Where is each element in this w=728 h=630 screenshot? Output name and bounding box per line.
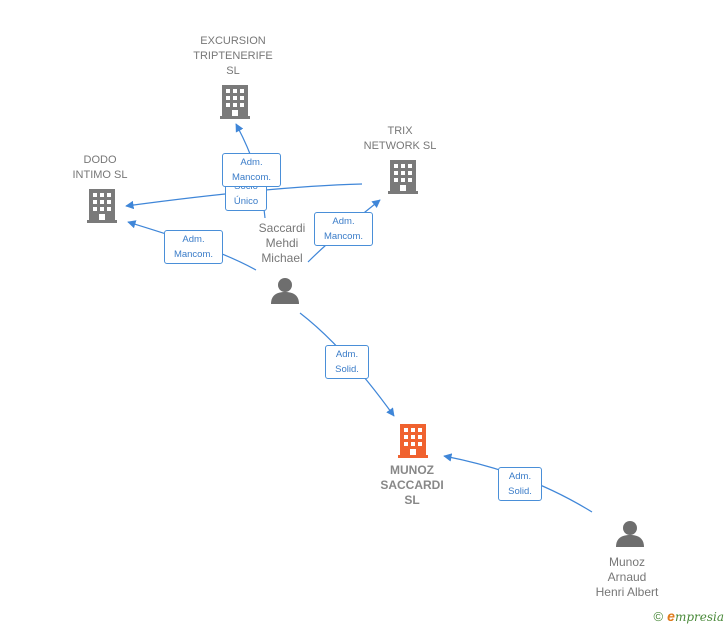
node-label-munoz-saccardi[interactable]: MUNOZ SACCARDI SL bbox=[362, 463, 462, 508]
node-label-line: Henri Albert bbox=[595, 585, 659, 599]
node-label-saccardi[interactable]: Saccardi Mehdi Michael bbox=[232, 221, 332, 266]
edge-label-line: Adm. bbox=[335, 349, 359, 360]
edge-label-dodo[interactable]: Adm. Mancom. bbox=[164, 230, 223, 264]
building-icon bbox=[398, 424, 428, 458]
node-label-line: TRIX bbox=[387, 125, 413, 137]
edge-label-line: Adm. bbox=[508, 471, 532, 482]
node-label-trix[interactable]: TRIX NETWORK SL bbox=[350, 124, 450, 154]
node-label-line: SL bbox=[226, 65, 240, 77]
edge-label-line: Mancom. bbox=[173, 249, 214, 260]
node-label-line: Mehdi bbox=[265, 236, 299, 250]
edge-label-trix[interactable]: Adm. Mancom. bbox=[314, 212, 373, 246]
person-icon bbox=[616, 521, 644, 547]
building-icon bbox=[388, 160, 418, 194]
node-label-munoz-arnaud[interactable]: Munoz Arnaud Henri Albert bbox=[577, 555, 677, 600]
node-label-line: INTIMO SL bbox=[72, 169, 128, 181]
node-label-line: DODO bbox=[83, 154, 117, 166]
edge-label-line: Adm. bbox=[240, 157, 263, 168]
node-label-excursion[interactable]: EXCURSION TRIPTENERIFE SL bbox=[183, 34, 283, 79]
node-label-line: NETWORK SL bbox=[363, 140, 437, 152]
node-label-line: Michael bbox=[261, 251, 303, 265]
edge-label-line: Adm. bbox=[332, 216, 355, 227]
brand-initial: e bbox=[667, 608, 675, 624]
copyright-symbol: © bbox=[653, 609, 664, 624]
edge-label-arnaud[interactable]: Adm. Solid. bbox=[498, 467, 542, 501]
building-icon bbox=[87, 189, 117, 223]
node-label-line: TRIPTENERIFE bbox=[193, 50, 273, 62]
node-label-line: Arnaud bbox=[607, 570, 647, 584]
building-icon bbox=[220, 85, 250, 119]
brand-name: mpresia bbox=[674, 610, 724, 624]
node-label-line: EXCURSION bbox=[200, 35, 266, 47]
node-label-line: SL bbox=[404, 493, 420, 507]
node-label-line: MUNOZ bbox=[390, 463, 434, 477]
edge-label-line: Mancom. bbox=[323, 231, 364, 242]
node-label-line: Saccardi bbox=[258, 221, 306, 235]
edge-label-line: Mancom. bbox=[231, 172, 272, 183]
edge-label-line: Solid. bbox=[508, 486, 532, 497]
edge-label-line: Único bbox=[233, 196, 259, 207]
person-icon bbox=[271, 278, 299, 304]
brand-logo: ©empresia bbox=[654, 608, 724, 624]
edge-label-munoz[interactable]: Adm. Solid. bbox=[325, 345, 369, 379]
edge-label-excursion[interactable]: Adm. Mancom. bbox=[222, 153, 281, 187]
node-label-line: SACCARDI bbox=[380, 478, 444, 492]
edge-label-line: Solid. bbox=[335, 364, 359, 375]
node-label-line: Munoz bbox=[608, 555, 646, 569]
node-label-dodo[interactable]: DODO INTIMO SL bbox=[50, 153, 150, 183]
edge-label-line: Adm. bbox=[182, 234, 205, 245]
